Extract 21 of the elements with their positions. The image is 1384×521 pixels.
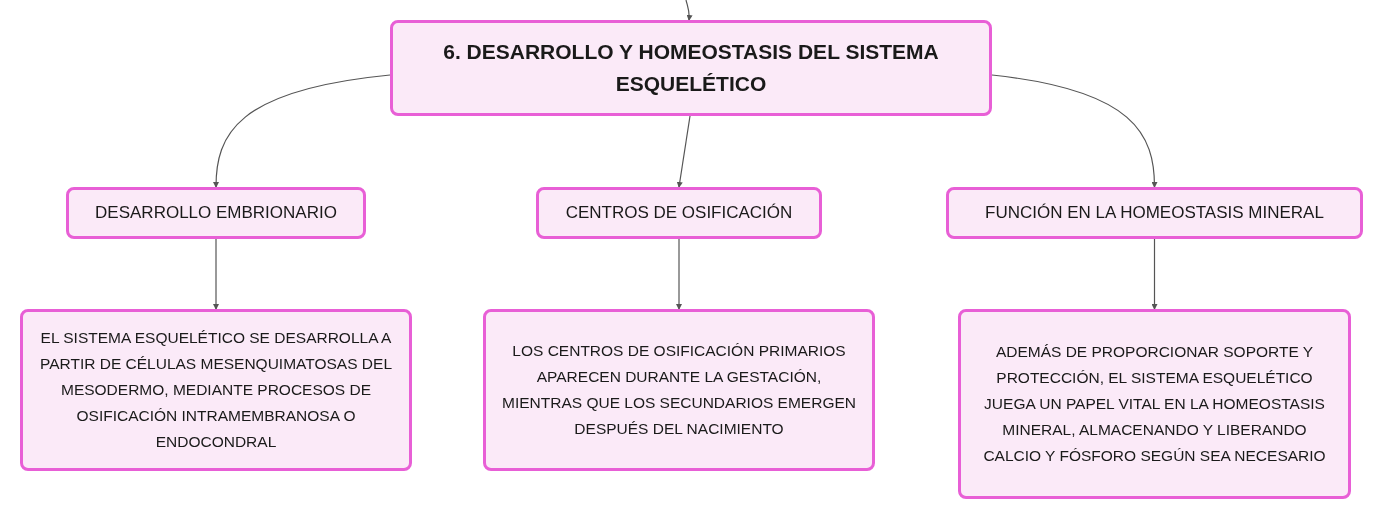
node-text: FUNCIÓN EN LA HOMEOSTASIS MINERAL xyxy=(985,202,1324,225)
node-text: CENTROS DE OSIFICACIÓN xyxy=(565,202,793,225)
topic-box xyxy=(66,187,366,239)
connector-arrow xyxy=(991,74,1158,188)
node-text: ADEMÁS DE PROPORCIONAR SOPORTE Y PROTECCIÓN, EL SISTEMA ESQUELÉTICO JUEGA UN PAPEL VITAL EN LA HOMEOSTASIS MINERAL, ALMACENANDO Y LIBERANDO CALCIO Y FÓSFORO SEGÚN SEA NECESARIO xyxy=(982,342,1327,466)
title-box xyxy=(390,20,992,116)
topic-box xyxy=(946,187,1363,239)
node-text: LOS CENTROS DE OSIFICACIÓN PRIMARIOS APARECEN DURANTE LA GESTACIÓN, MIENTRAS QUE LOS SECUNDARIOS EMERGEN DESPUÉS DEL NACIMIENTO xyxy=(501,341,857,439)
connector-arrow xyxy=(1151,238,1158,310)
description-box xyxy=(958,309,1351,499)
topic-box xyxy=(536,187,822,239)
connector-arrow xyxy=(213,238,219,310)
node-text: DESARROLLO EMBRIONARIO xyxy=(95,202,337,225)
connector-arrow xyxy=(685,0,693,21)
node-text: EL SISTEMA ESQUELÉTICO SE DESARROLLA A PARTIR DE CÉLULAS MESENQUIMATOSAS DEL MESODERMO, MEDIANTE PROCESOS DE OSIFICACIÓN INTRAMEMBRANOSA O ENDOCONDRAL xyxy=(39,328,393,452)
title-text: 6. DESARROLLO Y HOMEOSTASIS DEL SISTEMA ESQUELÉTICO xyxy=(442,39,940,97)
connector-arrow xyxy=(676,115,691,188)
description-box xyxy=(483,309,875,471)
description-box xyxy=(20,309,412,471)
connector-arrow xyxy=(676,238,682,310)
connector-arrow xyxy=(213,74,391,188)
